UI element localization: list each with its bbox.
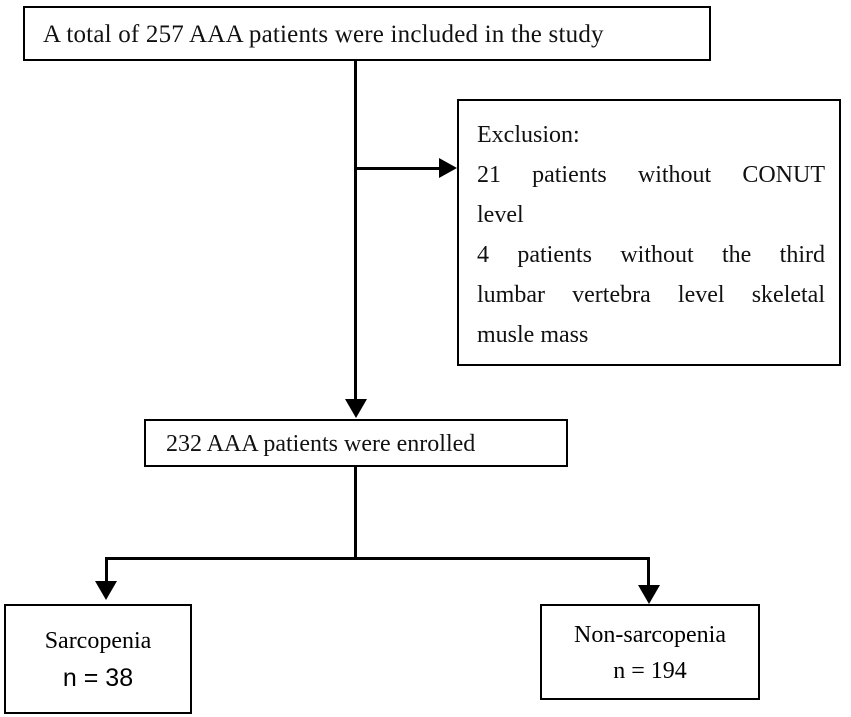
exclusion-line-1: 21 patients without CONUT xyxy=(477,162,825,188)
node-exclusion: Exclusion: 21 patients without CONUT lev… xyxy=(457,99,841,366)
node-non-sarcopenia-count: n = 194 xyxy=(613,658,687,684)
connector-fork-crossbar xyxy=(105,557,650,560)
connector-fork-stem xyxy=(354,467,357,560)
arrowhead-to-sarcopenia xyxy=(95,581,117,600)
exclusion-heading: Exclusion: xyxy=(477,122,580,148)
connector-fork-right-drop xyxy=(647,557,650,587)
node-exclusion-text: Exclusion: 21 patients without CONUT lev… xyxy=(477,115,825,355)
connector-exclusion-horizontal xyxy=(356,167,440,170)
node-total-patients: A total of 257 AAA patients were include… xyxy=(23,6,711,61)
exclusion-line-5: musle mass xyxy=(477,322,589,348)
arrowhead-to-exclusion xyxy=(439,158,457,178)
arrowhead-to-non-sarcopenia xyxy=(638,585,660,604)
arrowhead-to-enrolled xyxy=(345,399,367,418)
node-non-sarcopenia-title: Non-sarcopenia xyxy=(574,622,726,648)
node-total-patients-label: A total of 257 AAA patients were include… xyxy=(43,21,604,48)
connector-fork-left-drop xyxy=(105,557,108,583)
node-enrolled-patients: 232 AAA patients were enrolled xyxy=(144,419,568,467)
node-enrolled-patients-label: 232 AAA patients were enrolled xyxy=(166,431,476,457)
node-sarcopenia: Sarcopenia n = 38 xyxy=(4,604,192,714)
exclusion-line-2: level xyxy=(477,202,524,228)
node-sarcopenia-count: n = 38 xyxy=(62,664,134,692)
node-non-sarcopenia: Non-sarcopenia n = 194 xyxy=(540,604,760,700)
node-sarcopenia-title: Sarcopenia xyxy=(44,628,152,654)
exclusion-line-3: 4 patients without the third xyxy=(477,242,825,268)
connector-trunk-vertical xyxy=(354,61,357,401)
exclusion-line-4: lumbar vertebra level skeletal xyxy=(477,282,825,308)
